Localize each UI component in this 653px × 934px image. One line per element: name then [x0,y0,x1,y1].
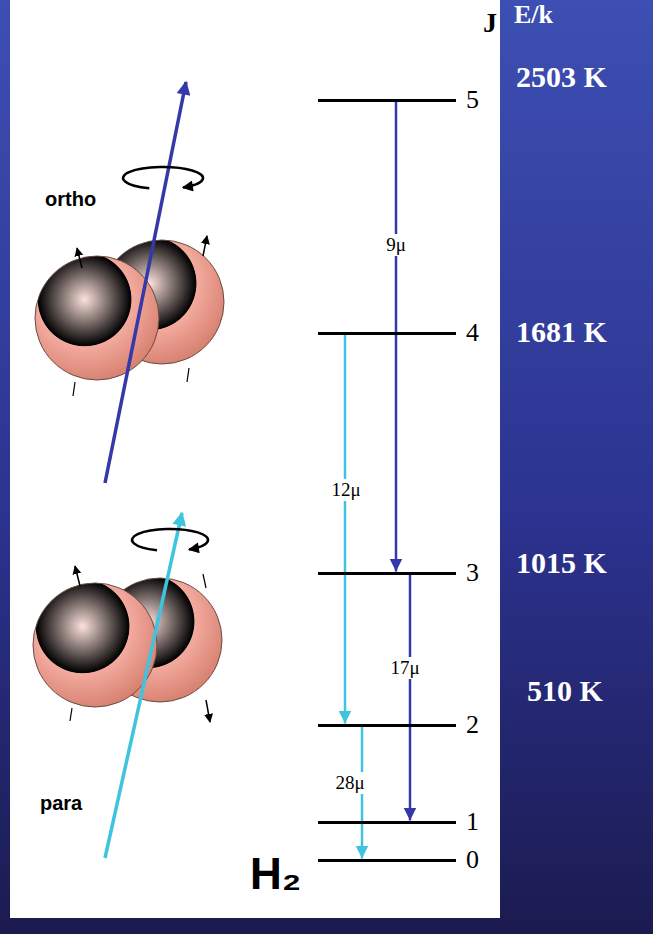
level-energy: 1681 K [516,315,607,348]
rotational-quantum-number: 5 [466,86,479,115]
axis-title: E/k [514,1,553,30]
nuclear-spin-tail [70,708,72,721]
energy-level: 1 [318,821,456,824]
wavelength-label: 28μ [333,772,366,795]
text-holder: para [40,792,82,814]
rotational-quantum-number: 0 [466,846,479,875]
wavelength-label: 12μ [329,479,362,502]
wavelength-label: 9μ [384,234,408,257]
text-holder: 1 [466,808,479,837]
text-holder: 4 [466,319,479,348]
rotation-axis [105,82,186,483]
transition-arrow [409,575,412,821]
rotation-arrow [132,529,208,550]
nuclear-spin-arrow [75,566,80,586]
molecule-label: ortho [45,188,96,210]
energy-level: 0 [318,859,456,862]
molecule-formula: H₂ [250,850,301,898]
text-holder: 2 [466,711,479,740]
text-holder: 12μ [329,479,362,502]
rotation-arrow [123,167,203,188]
level-energy: 1015 K [516,546,607,579]
transition-arrow [395,102,398,572]
wavelength-label: 17μ [388,657,421,680]
text-holder: 17μ [388,657,421,680]
text-holder: 0 [466,846,479,875]
white-panel [10,0,500,918]
energy-level: 41681 K [318,332,456,335]
hydrogen-atom [35,256,159,380]
transition-arrow [344,335,347,724]
molecule-label: para [40,792,82,814]
para-molecule [33,513,222,858]
nuclear-spin-tail [187,368,189,382]
text-holder: ortho [45,188,96,210]
nuclear-spin-tail [73,382,75,396]
text-holder: 1681 K [516,315,607,348]
hydrogen-atom [33,583,157,707]
rotational-quantum-number: 3 [466,559,479,588]
nuclear-spin-arrow [206,700,210,722]
nuclear-spin-arrow [203,236,207,256]
text-holder: 1015 K [516,546,607,579]
text-holder: 9μ [384,234,408,257]
energy-level: 31015 K [318,572,456,575]
text-holder: 28μ [333,772,366,795]
text-holder: 510 K [527,674,603,707]
text-holder: E/k [514,1,553,30]
text-holder: 5 [466,86,479,115]
ortho-molecule [35,82,224,483]
text-holder: 3 [466,559,479,588]
energy-level: 2510 K [318,724,456,727]
rotational-quantum-number: 4 [466,319,479,348]
nuclear-spin-tail [203,574,206,588]
level-energy: 2503 K [516,60,607,93]
text-holder: H₂ [250,850,301,898]
nuclear-spin-arrow [77,248,82,268]
rotational-quantum-number: 2 [466,711,479,740]
text-holder: J [483,8,497,39]
axis-title: J [483,8,497,39]
rotational-quantum-number: 1 [466,808,479,837]
rotation-axis [105,513,182,858]
energy-level: 52503 K [318,99,456,102]
text-holder: 2503 K [516,60,607,93]
level-energy: 510 K [527,674,603,707]
